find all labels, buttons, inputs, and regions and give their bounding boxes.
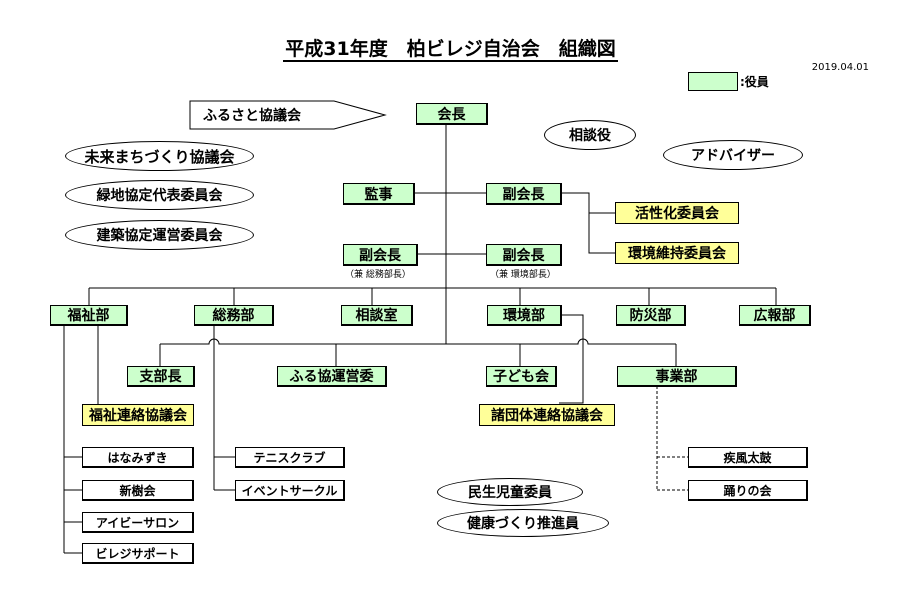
group-shinjukai-box: 新樹会	[82, 480, 194, 501]
kodomokai-box: 子ども会	[486, 366, 557, 387]
soudanyaku-oval: 相談役	[544, 120, 636, 150]
furusato-arrow-shape	[189, 100, 387, 130]
kankyo-iji-committee-box: 環境維持委員会	[615, 242, 739, 264]
mirai-council-oval: 未来まちづくり協議会	[65, 141, 254, 171]
kenchiku-committee-oval: 建築協定運営委員会	[65, 220, 254, 250]
kasseika-committee-box: 活性化委員会	[615, 202, 739, 224]
furu-kyou-unei-box: ふる協運営委	[277, 366, 387, 387]
dept-bousai-box: 防災部	[616, 305, 686, 326]
legend-swatch	[688, 72, 738, 91]
dept-kankyo-box: 環境部	[487, 305, 562, 326]
ryokuchi-committee-oval: 緑地協定代表委員会	[65, 180, 254, 210]
group-tennis-club-box: テニスクラブ	[235, 447, 345, 468]
adviser-oval: アドバイザー	[663, 140, 803, 170]
dept-fukushi-box: 福祉部	[50, 305, 128, 326]
group-event-circle-box: イベントサークル	[235, 480, 345, 501]
page-title: 平成31年度 柏ビレジ自治会 組織図	[283, 38, 618, 62]
group-village-support-box: ビレジサポート	[82, 543, 194, 564]
legend-label: :役員	[740, 75, 769, 89]
dept-soumu-box: 総務部	[194, 305, 274, 326]
group-hanamizuki-box: はなみずき	[82, 447, 194, 468]
vice-president-box: 副会長	[486, 183, 562, 205]
minsei-jidou-oval: 民生児童委員	[437, 478, 583, 506]
fukushi-council-box: 福祉連絡協議会	[82, 404, 194, 426]
group-ivy-salon-box: アイビーサロン	[82, 512, 194, 533]
vice-president-general-box: 副会長	[343, 244, 418, 266]
vice-president-general-note: （兼 総務部長）	[345, 270, 411, 280]
branch-chief-box: 支部長	[127, 366, 195, 387]
auditor-box: 監事	[343, 183, 415, 205]
president-box: 会長	[416, 103, 488, 125]
group-odori-box: 踊りの会	[688, 480, 808, 501]
jigyoubu-box: 事業部	[617, 366, 737, 387]
vice-president-env-note: （兼 環境部長）	[490, 270, 556, 280]
vice-president-env-box: 副会長	[486, 244, 562, 266]
shodantai-council-box: 諸団体連絡協議会	[479, 404, 615, 426]
kenkou-suishin-oval: 健康づくり推進員	[437, 509, 609, 537]
date-label: 2019.04.01	[811, 62, 869, 73]
dept-soudanshitsu-box: 相談室	[341, 305, 413, 326]
group-hayate-taiko-box: 疾風太鼓	[688, 447, 808, 468]
furusato-label: ふるさと協議会	[203, 108, 301, 124]
dept-kouhou-box: 広報部	[739, 305, 811, 326]
